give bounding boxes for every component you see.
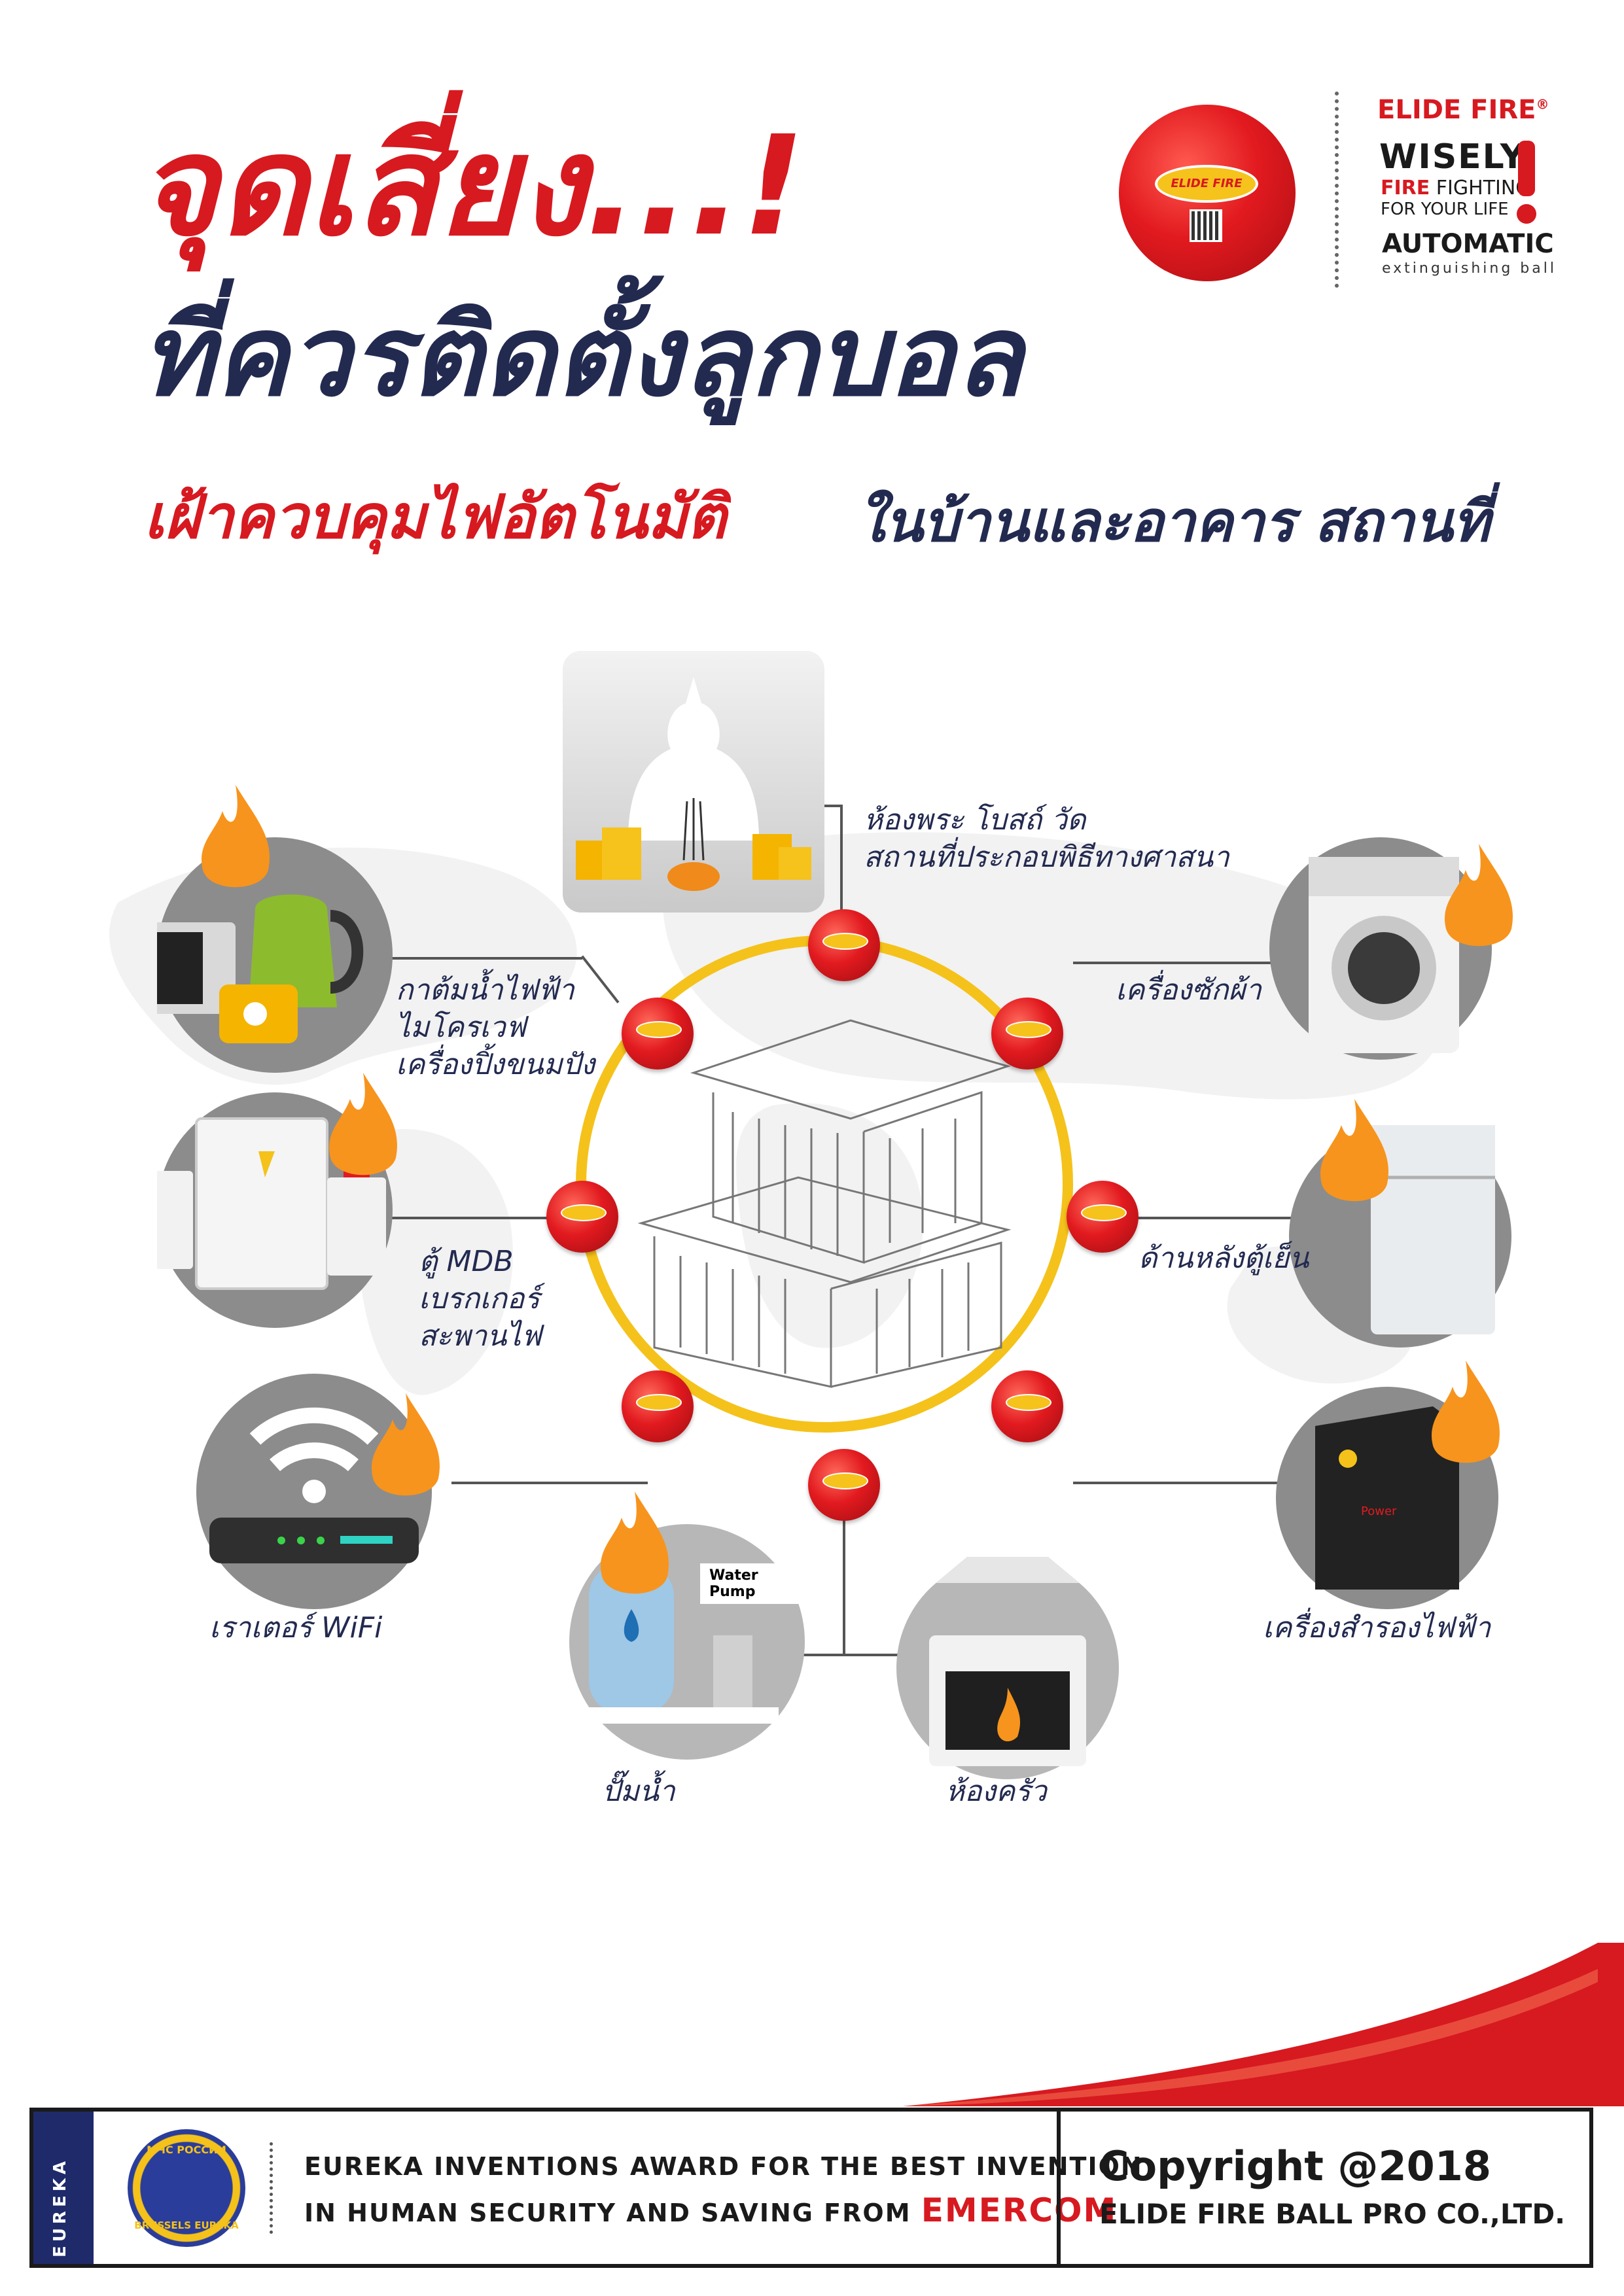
label-ups: เครื่องสำรองไฟฟ้า bbox=[1263, 1611, 1491, 1644]
label-router: เราเตอร์ WiFi bbox=[209, 1611, 383, 1644]
connector-kitchen-app-h bbox=[366, 957, 582, 960]
award-line2: IN HUMAN SECURITY AND SAVING FROM EMERCO… bbox=[304, 2191, 1118, 2229]
connector-shrine-v bbox=[840, 805, 843, 948]
red-wave-decoration bbox=[903, 1943, 1624, 2106]
brand-fire-ball: ELIDE FIRE bbox=[1119, 105, 1296, 281]
pump-tag: Water Pump bbox=[700, 1563, 805, 1604]
brand-fire-fighting: FIRE FIGHTING bbox=[1381, 177, 1531, 200]
fire-ball-bottom-left bbox=[622, 1370, 694, 1442]
ups-icon bbox=[1315, 1406, 1459, 1590]
label-mdb: ตู้ MDB เบรกเกอร์ สะพานไฟ bbox=[419, 1245, 542, 1353]
headline-line1: จุดเสี่ยง...! bbox=[137, 106, 805, 266]
fire-ball-bottom-right bbox=[991, 1370, 1063, 1442]
fire-ball-right bbox=[1067, 1181, 1139, 1253]
headline-line2: ที่ควรติดตั้งลูกบอล bbox=[141, 292, 1023, 421]
wifi-router-icon bbox=[209, 1407, 419, 1563]
washing-machine-icon bbox=[1309, 857, 1459, 1053]
flame-icon bbox=[201, 785, 270, 888]
spot-kitchen-appliances bbox=[98, 837, 393, 1073]
label-pump: ปั๊มน้ำ bbox=[602, 1775, 675, 1808]
label-kitchen: ห้องครัว bbox=[945, 1775, 1047, 1808]
brand-for-your-life: FOR YOUR LIFE bbox=[1381, 200, 1509, 219]
label-fridge: ด้านหลังตู้เย็น bbox=[1139, 1242, 1309, 1275]
footer-box bbox=[29, 2108, 1593, 2268]
fire-ball-top-right bbox=[991, 998, 1063, 1070]
connector-mdb bbox=[386, 1217, 556, 1219]
connector-shrine-h bbox=[824, 805, 841, 807]
connector-washer bbox=[1073, 962, 1282, 964]
brand-wisely: WISELY bbox=[1379, 137, 1527, 177]
refrigerator-icon bbox=[1371, 1099, 1495, 1334]
ups-brand: Power bbox=[1361, 1505, 1397, 1518]
footer-separator bbox=[270, 2142, 273, 2234]
exclamation-icon bbox=[1518, 141, 1535, 196]
connector-ups bbox=[1073, 1482, 1282, 1484]
brand-ball-label: ELIDE FIRE bbox=[1155, 165, 1258, 203]
fire-ball-bottom bbox=[808, 1449, 880, 1521]
label-kitchen-appliances: กาต้มน้ำไฟฟ้า ไมโครเวฟ เครื่องปิ้งขนมปัง bbox=[396, 973, 595, 1082]
qr-code-icon bbox=[1190, 209, 1222, 242]
spot-kitchen bbox=[896, 1478, 1119, 1779]
headline-line3-dark: ในบ้านและอาคาร สถานที่ bbox=[857, 489, 1490, 555]
connector-bottom-h bbox=[746, 1654, 962, 1656]
flame-icon bbox=[1320, 1099, 1388, 1202]
eureka-medal-icon: MЧС РОССИИ BRUSSELS EUREKA bbox=[128, 2129, 245, 2247]
brand-automatic: AUTOMATIC bbox=[1382, 229, 1554, 259]
brand-name: ELIDE FIRE® bbox=[1377, 95, 1549, 125]
flame-icon bbox=[1444, 844, 1513, 947]
fire-ball-left bbox=[546, 1181, 618, 1253]
appliances-icon bbox=[98, 894, 364, 1043]
water-pump-icon bbox=[563, 1563, 779, 1724]
award-line1: EUREKA INVENTIONS AWARD FOR THE BEST INV… bbox=[304, 2152, 1143, 2181]
label-washer: เครื่องซักผ้า bbox=[1116, 973, 1262, 1007]
medal-top-text: MЧС РОССИИ bbox=[147, 2144, 226, 2156]
flame-icon bbox=[600, 1491, 669, 1594]
buddha-icon bbox=[576, 677, 811, 891]
company-name: ELIDE FIRE BALL PRO CO.,LTD. bbox=[1099, 2198, 1566, 2230]
footer-eureka-strip: EUREKA bbox=[33, 2112, 94, 2264]
flame-icon bbox=[328, 1073, 397, 1175]
spot-fridge bbox=[1289, 1099, 1511, 1348]
house-sketch bbox=[637, 1019, 1012, 1388]
brand-extinguishing: extinguishing ball bbox=[1382, 260, 1557, 277]
flame-icon bbox=[1431, 1361, 1500, 1463]
brand-divider bbox=[1335, 92, 1339, 288]
copyright-text: Copyright @2018 bbox=[1099, 2142, 1492, 2190]
fire-ball-top bbox=[808, 909, 880, 981]
spot-washer bbox=[1269, 837, 1492, 1060]
flame-icon bbox=[371, 1393, 440, 1496]
shrine-panel bbox=[563, 651, 824, 913]
connector-router bbox=[451, 1482, 648, 1484]
headline-line3-red: เฝ้าควบคุมไฟอัตโนมัติ bbox=[144, 482, 726, 552]
fire-ball-top-left bbox=[622, 998, 694, 1070]
footer-divider bbox=[1057, 2108, 1061, 2268]
label-shrine: ห้องพระ โบสถ์ วัด สถานที่ประกอบพิธีทางศา… bbox=[864, 803, 1229, 875]
oven-icon bbox=[929, 1478, 1086, 1766]
connector-bottom-v bbox=[843, 1498, 845, 1655]
medal-bottom-text: BRUSSELS EUREKA bbox=[134, 2219, 239, 2231]
exclamation-dot-icon bbox=[1517, 204, 1536, 224]
connector-fridge bbox=[1106, 1217, 1322, 1219]
